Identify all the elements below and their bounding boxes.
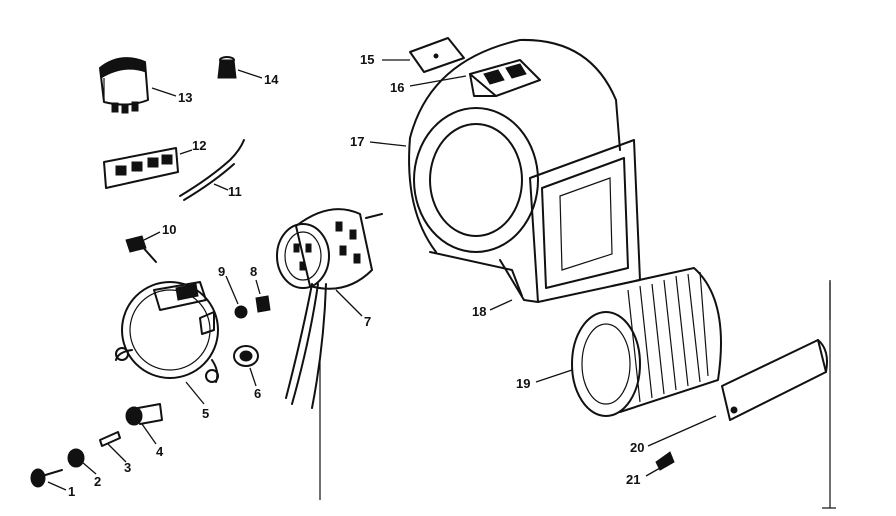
callout-19: 19: [516, 376, 530, 391]
part-10-screw: [125, 235, 157, 263]
part-20-bracket: [721, 280, 831, 421]
callout-21: 21: [626, 472, 640, 487]
callout-6: 6: [254, 386, 261, 401]
callout-9: 9: [218, 264, 225, 279]
part-4-bushing: [125, 403, 163, 426]
callout-7: 7: [364, 314, 371, 329]
callout-8: 8: [250, 264, 257, 279]
callout-10: 10: [162, 222, 176, 237]
callout-2: 2: [94, 474, 101, 489]
callout-11: 11: [228, 184, 242, 199]
callout-20: 20: [630, 440, 644, 455]
part-16-bracket: [469, 59, 541, 97]
part-9-nut: [234, 305, 248, 319]
leader-lines: [47, 59, 717, 491]
part-21-screw: [655, 451, 675, 471]
callout-3: 3: [124, 460, 131, 475]
callout-4: 4: [156, 444, 164, 459]
part-3-pin: [99, 431, 121, 447]
callout-12: 12: [192, 138, 206, 153]
part-15-cover-plate: [409, 37, 465, 73]
callout-labels: 1 2 3 4 5 6 7 8 9 10 11 12 13 14 15 16 1…: [68, 52, 644, 499]
part-17-blower-housing: [408, 38, 641, 303]
callout-17: 17: [350, 134, 364, 149]
callout-15: 15: [360, 52, 374, 67]
part-11-wire: [179, 139, 245, 201]
part-19-blower-wheel: [571, 267, 722, 417]
frame-lines: [319, 282, 836, 509]
callout-5: 5: [202, 406, 209, 421]
callout-14: 14: [264, 72, 279, 87]
part-13-relay: [99, 57, 149, 114]
part-12-terminal-strip: [103, 147, 179, 189]
callout-18: 18: [472, 304, 486, 319]
callout-13: 13: [178, 90, 192, 105]
part-14-cap: [217, 56, 237, 79]
callout-1: 1: [68, 484, 75, 499]
callout-16: 16: [390, 80, 404, 95]
part-5-motor-mount: [115, 281, 219, 383]
part-2-washer: [67, 448, 85, 468]
part-7-motor: [276, 208, 383, 409]
part-8-clip: [255, 295, 271, 313]
part-6-grommet: [233, 345, 259, 367]
part-1-bolt: [30, 468, 63, 488]
